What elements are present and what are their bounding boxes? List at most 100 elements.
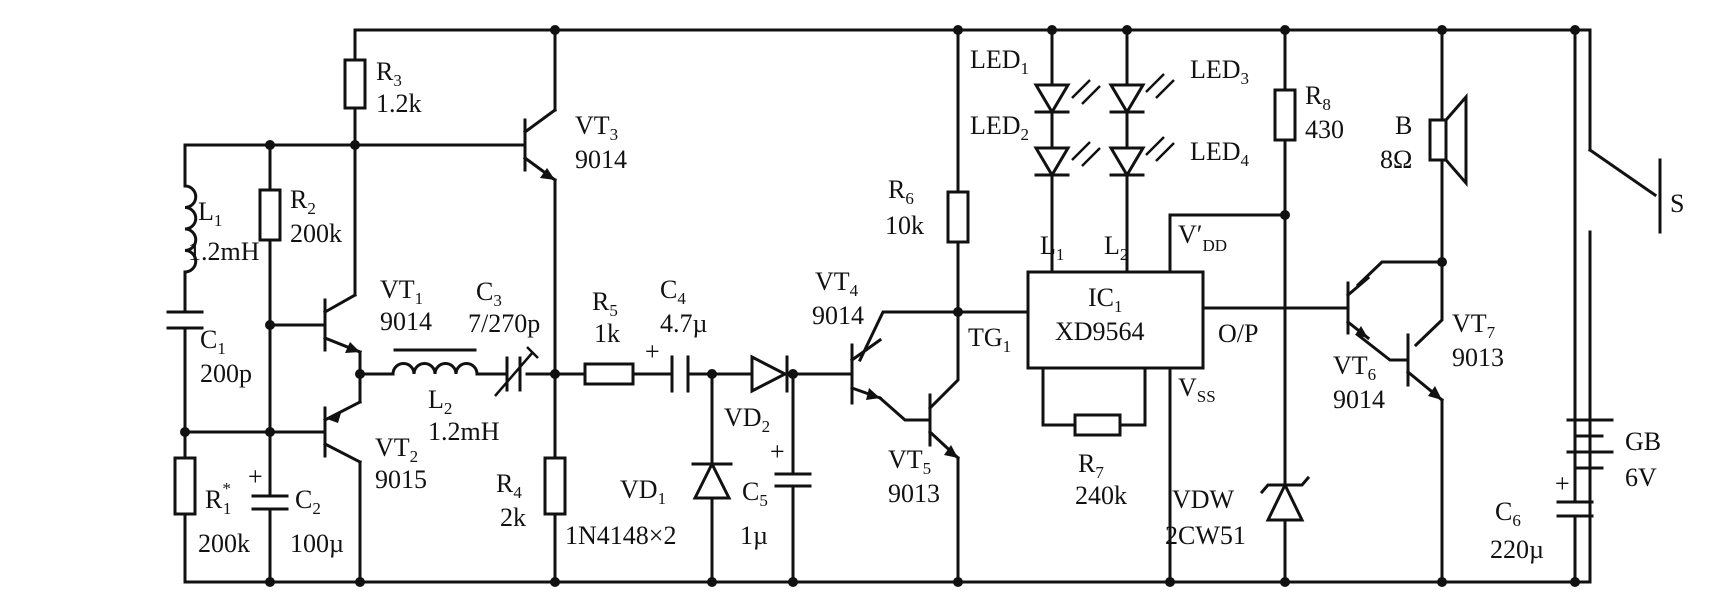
- inductor-l1: [183, 184, 198, 274]
- label-vd2: VD2: [724, 403, 770, 436]
- resistor-r1: [173, 456, 197, 516]
- value-r2: 200k: [290, 219, 342, 248]
- capacitor-c5: [774, 472, 812, 488]
- resistor-r8: [1273, 88, 1297, 142]
- capacitor-c1: [166, 310, 204, 350]
- label-vt4: VT4: [815, 267, 859, 300]
- value-b: 8Ω: [1380, 145, 1412, 174]
- value-c2: 100µ: [290, 529, 344, 558]
- value-vt1: 9014: [380, 307, 432, 336]
- resistor-r6: [946, 190, 970, 244]
- battery-gb: [1566, 388, 1614, 504]
- transistor-vt6: [1345, 275, 1371, 341]
- led-3: [1108, 83, 1146, 115]
- label-gb: GB: [1625, 427, 1661, 456]
- led-light-arrows: [1071, 73, 1175, 167]
- value-vt6: 9014: [1333, 385, 1385, 414]
- inductor-l2: [391, 362, 479, 376]
- label-vt7: VT7: [1452, 309, 1496, 342]
- capacitor-c2: [251, 478, 289, 518]
- label-vd1: VD1: [620, 475, 666, 508]
- label-led1: LED1: [970, 45, 1029, 78]
- value-r7: 240k: [1075, 481, 1127, 510]
- ic1-name: IC1: [1088, 283, 1123, 316]
- value-r5: 1k: [594, 319, 620, 348]
- label-r2: R2: [290, 185, 316, 218]
- transistor-vt1: [322, 292, 362, 354]
- value-r4: 2k: [500, 503, 526, 532]
- resistor-r4: [543, 456, 567, 516]
- resistor-r2: [258, 188, 282, 242]
- value-c1: 200p: [200, 359, 252, 388]
- c4-polarity: +: [645, 337, 660, 366]
- resistor-r5: [583, 362, 635, 386]
- label-c6: C6: [1495, 497, 1521, 530]
- label-led4: LED4: [1190, 137, 1250, 170]
- value-c4: 4.7µ: [660, 309, 708, 338]
- capacitor-c3-variable: [494, 346, 539, 397]
- label-r4: R4: [496, 469, 522, 502]
- label-led2: LED2: [970, 111, 1029, 144]
- value-vt3: 9014: [575, 145, 627, 174]
- junction-dots: [180, 25, 1580, 587]
- c2-polarity: +: [248, 462, 263, 491]
- diode-vd2: [750, 354, 789, 394]
- transistor-vt7: [1405, 333, 1445, 403]
- transistor-vt3: [522, 107, 558, 183]
- transistor-vt4: [849, 337, 883, 405]
- label-r5: R5: [592, 287, 618, 320]
- label-s: S: [1670, 189, 1684, 218]
- label-vdw: VDW: [1172, 485, 1235, 514]
- c6-polarity: +: [1555, 469, 1570, 498]
- label-vt6: VT6: [1333, 351, 1376, 384]
- speaker-icon: [1428, 28, 1468, 264]
- label-c4: C4: [660, 275, 686, 308]
- switch-s: [1587, 147, 1662, 352]
- value-c3: 7/270p: [468, 309, 540, 338]
- resistor-r3: [343, 58, 367, 110]
- value-c5: 1µ: [740, 521, 768, 550]
- ic1-pin-vss: VSS: [1178, 373, 1216, 406]
- labels: R3 1.2k VT3 9014 L1 1.2mH R2 200k VT1 90…: [188, 45, 1684, 564]
- capacitor-c6: [1556, 500, 1594, 518]
- value-gb: 6V: [1625, 463, 1657, 492]
- ic1-part: XD9564: [1055, 317, 1145, 346]
- label-led3: LED3: [1190, 55, 1249, 88]
- label-c3: C3: [476, 277, 502, 310]
- value-vt4: 9014: [812, 301, 864, 330]
- ic1-pin-op: O/P: [1218, 319, 1258, 348]
- label-c1: C1: [200, 325, 226, 358]
- value-r3: 1.2k: [376, 89, 422, 118]
- label-c5: C5: [742, 477, 768, 510]
- value-c6: 220µ: [1490, 535, 1544, 564]
- led-1: [1033, 83, 1071, 115]
- diode-vd1: [691, 460, 733, 500]
- resistor-r7: [1073, 413, 1122, 437]
- transistor-vt2: [322, 399, 363, 465]
- ic1-pin-tg: TG1: [968, 323, 1011, 356]
- ic1-body: [1026, 270, 1205, 370]
- value-l2: 1.2mH: [428, 417, 500, 446]
- label-vt1: VT1: [380, 275, 423, 308]
- zener-vdw: [1259, 475, 1311, 522]
- value-vt7: 9013: [1452, 343, 1504, 372]
- value-vt5: 9013: [888, 479, 940, 508]
- capacitor-c4: [670, 355, 690, 393]
- label-vt2: VT2: [375, 433, 418, 466]
- value-r1: 200k: [198, 529, 250, 558]
- label-r6: R6: [888, 175, 914, 208]
- label-r3: R3: [376, 57, 402, 90]
- label-vt5: VT5: [888, 445, 931, 478]
- label-r8: R8: [1305, 81, 1331, 114]
- label-l2: L2: [428, 385, 452, 418]
- value-r8: 430: [1305, 115, 1344, 144]
- c5-polarity: +: [770, 437, 785, 466]
- label-l1: L1: [198, 197, 222, 230]
- label-r7: R7: [1078, 449, 1104, 482]
- ic1-pin-vdd: V′DD: [1178, 220, 1227, 255]
- label-b: B: [1395, 111, 1412, 140]
- label-r1: R*1: [205, 479, 231, 518]
- led-4: [1108, 146, 1146, 178]
